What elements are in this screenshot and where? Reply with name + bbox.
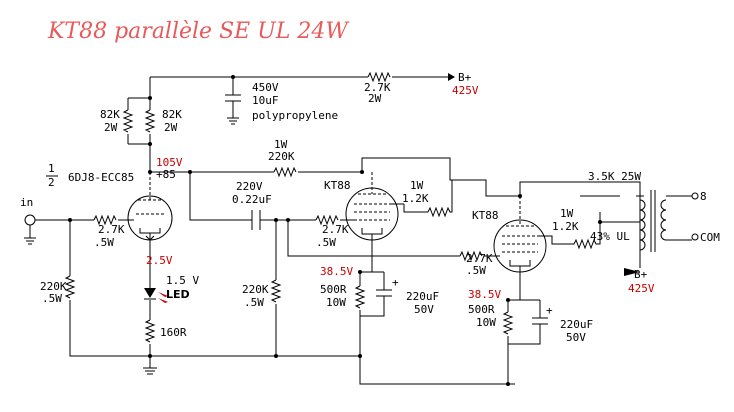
ck1-value: 220uF xyxy=(406,290,439,303)
tube1-plate-offset: +85 xyxy=(156,168,176,181)
r220k-left-value: 220K xyxy=(40,280,67,293)
kt88-1-cathode-voltage: 38.5V xyxy=(320,265,353,278)
grid-bus xyxy=(287,220,500,257)
bplus-ot-label: B+ xyxy=(634,268,648,281)
half-denominator: 2 xyxy=(48,176,55,189)
output-8-label: 8 xyxy=(700,190,707,203)
junction-dots xyxy=(68,75,602,386)
r220k-mid-watt: .5W xyxy=(244,296,264,309)
r220k-mid xyxy=(270,279,282,303)
grid1-r-watt: .5W xyxy=(316,236,336,249)
supply-rail xyxy=(150,71,455,125)
cap-022uf: 0.22uF xyxy=(232,193,272,206)
ck2-voltage: 50V xyxy=(566,331,586,344)
cap-450v-label: 450V xyxy=(252,81,279,94)
ck2-value: 220uF xyxy=(560,318,593,331)
kt88-tube-1 xyxy=(315,157,520,272)
output-transformer xyxy=(600,190,699,276)
grid2-r-watt: .5W xyxy=(466,264,486,277)
led-label: LED xyxy=(166,288,190,301)
sg2-watt: 1W xyxy=(560,207,574,220)
rk2-value: 500R xyxy=(468,303,495,316)
sg1-watt: 1W xyxy=(410,179,424,192)
output-com-label: COM xyxy=(700,231,720,244)
feedback-watt: 1W xyxy=(274,138,288,151)
half-numerator: 1 xyxy=(48,162,55,175)
kt88-2-label: KT88 xyxy=(472,209,499,222)
r-input-watt: .5W xyxy=(94,236,114,249)
plate-resistors xyxy=(122,77,156,172)
grid1-r-value: 2.7K xyxy=(322,223,349,236)
r220k-left-watt: .5W xyxy=(42,292,62,305)
r160-label: 160R xyxy=(160,326,187,339)
tube1-plate-voltage: 105V xyxy=(156,156,183,169)
r-2w-label: 2W xyxy=(368,92,382,105)
transformer-label: 3.5K 25W xyxy=(588,170,641,183)
input-label: in xyxy=(20,196,33,209)
ck1-plus: + xyxy=(392,276,399,289)
grid2-r-value: 2.7K xyxy=(466,252,493,265)
r-input-value: 2.7K xyxy=(98,223,125,236)
ck2-plus: + xyxy=(546,304,553,317)
bplus-top-voltage: 425V xyxy=(452,84,479,97)
input-jack xyxy=(24,214,360,357)
rk1-watt: 10W xyxy=(326,296,346,309)
rk2-watt: 10W xyxy=(476,316,496,329)
r-27k-label: 2.7K xyxy=(364,81,391,94)
tube1-cathode-voltage: 2.5V xyxy=(146,254,173,267)
kt88-1-label: KT88 xyxy=(324,179,351,192)
cap-polypropylene-label: polypropylene xyxy=(252,109,338,122)
kt88-2-cathode xyxy=(502,299,548,384)
r82k-left-value: 82K xyxy=(100,108,120,121)
cap-10uf-label: 10uF xyxy=(252,94,279,107)
kt88-tube-2 xyxy=(493,181,641,300)
ultralinear-label: 43% UL xyxy=(590,230,630,243)
cap-220v: 220V xyxy=(236,180,263,193)
bplus-ot-voltage: 425V xyxy=(628,282,655,295)
r82k-right-value: 82K xyxy=(162,108,182,121)
tube1-label: 6DJ8-ECC85 xyxy=(68,171,134,184)
r82k-left-watt: 2W xyxy=(104,121,118,134)
feedback-resistor xyxy=(273,166,297,178)
grid2-resistor xyxy=(459,250,483,262)
ck1-voltage: 50V xyxy=(414,303,434,316)
r220k-mid-value: 220K xyxy=(242,283,269,296)
kt88-1-cathode xyxy=(354,271,515,385)
bplus-top-label: B+ xyxy=(458,71,472,84)
kt88-2-cathode-voltage: 38.5V xyxy=(468,288,501,301)
feedback-value: 220K xyxy=(268,150,295,163)
rk1-value: 500R xyxy=(320,283,347,296)
sg1-value: 1.2K xyxy=(402,192,429,205)
led-voltage: 1.5 V xyxy=(166,274,199,287)
schematic-title: KT88 parallèle SE UL 24W xyxy=(47,19,350,44)
tube1-6dj8 xyxy=(127,172,173,255)
sg2-value: 1.2K xyxy=(552,220,579,233)
r82k-right-watt: 2W xyxy=(164,121,178,134)
